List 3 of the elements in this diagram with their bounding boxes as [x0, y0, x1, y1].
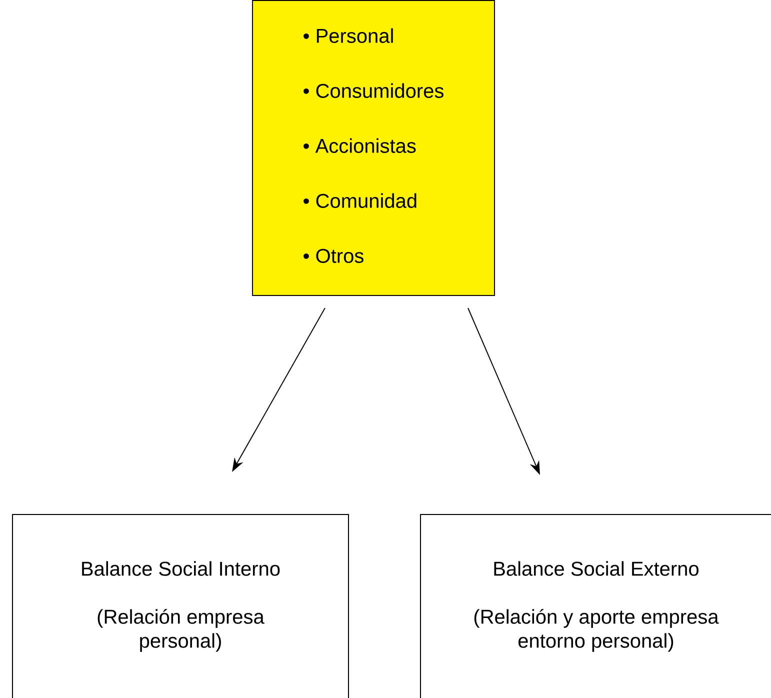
text-box: Balance Social Externo (Relación y aporte empresa entorno personal) — [420, 514, 771, 698]
list-box: • Personal • Consumidores • Accionistas • Comunidad • Otros — [252, 0, 495, 296]
text-box: Balance Social Interno (Relación empresa personal) — [12, 514, 349, 698]
